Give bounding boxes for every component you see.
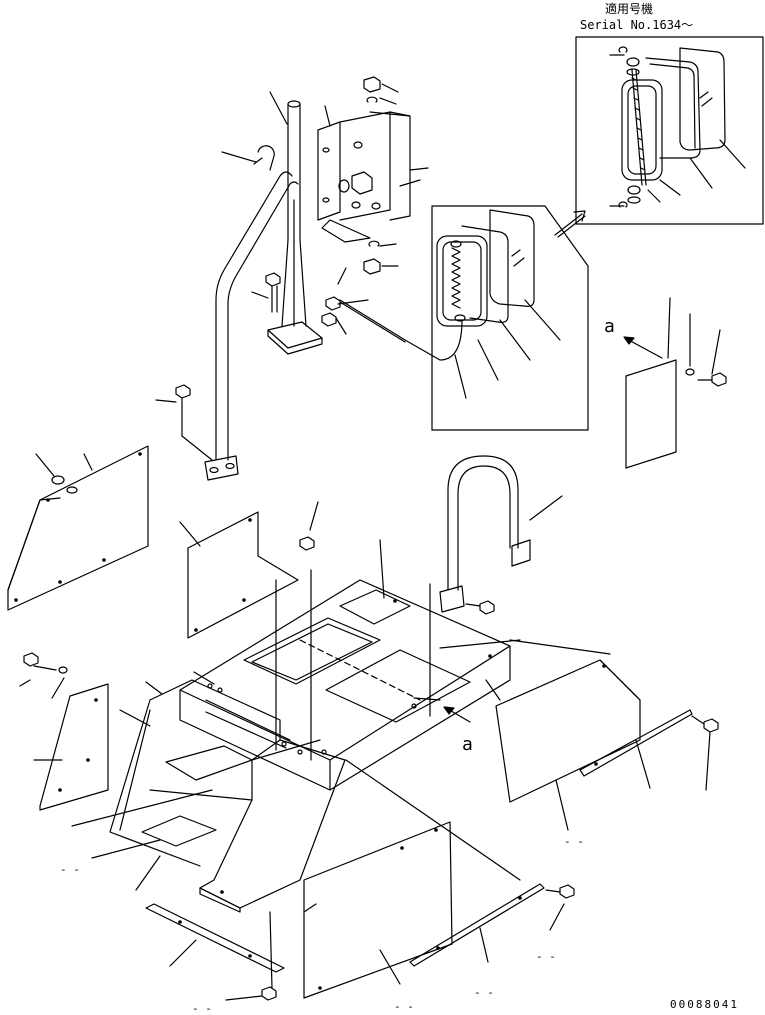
lower-front-panel — [303, 821, 453, 999]
floor-nut — [299, 501, 319, 551]
left-side-panel — [7, 445, 149, 611]
serial-number-label: Serial No.1634～ — [580, 18, 693, 32]
step-box — [71, 679, 521, 913]
view-arrow-a-upper: a — [604, 316, 663, 359]
dash-mark: - - — [564, 835, 584, 848]
mirror-bracket-assembly — [317, 76, 429, 335]
handrail-right — [429, 455, 563, 717]
dash-mark: - - — [394, 1000, 414, 1013]
drawing-number: 00088041 — [670, 998, 739, 1011]
handrail-left — [155, 145, 299, 481]
arrow-a-upper-label: a — [604, 316, 615, 337]
arrow-a-lower-label: a — [462, 734, 473, 755]
left-step-plate — [19, 652, 109, 811]
right-side-panel — [485, 639, 719, 831]
view-arrow-a-lower: a — [443, 706, 473, 755]
rear-cover-plate — [625, 297, 727, 469]
inset-variant-box — [575, 36, 764, 225]
mirror-detail-box — [339, 205, 589, 431]
center-inner-plate — [179, 511, 299, 639]
detail-to-inset-arrow — [554, 210, 586, 238]
mirror-pole — [251, 91, 341, 355]
floor-deck — [179, 539, 521, 791]
applicable-models-label: 適用号機 — [605, 1, 653, 16]
dash-mark: - - — [474, 986, 494, 999]
bottom-strip-left — [145, 903, 285, 1001]
bottom-strip-right — [409, 883, 575, 967]
dash-mark: - - — [60, 863, 80, 876]
dash-mark: - - — [536, 950, 556, 963]
dash-mark: - - — [192, 1002, 212, 1015]
